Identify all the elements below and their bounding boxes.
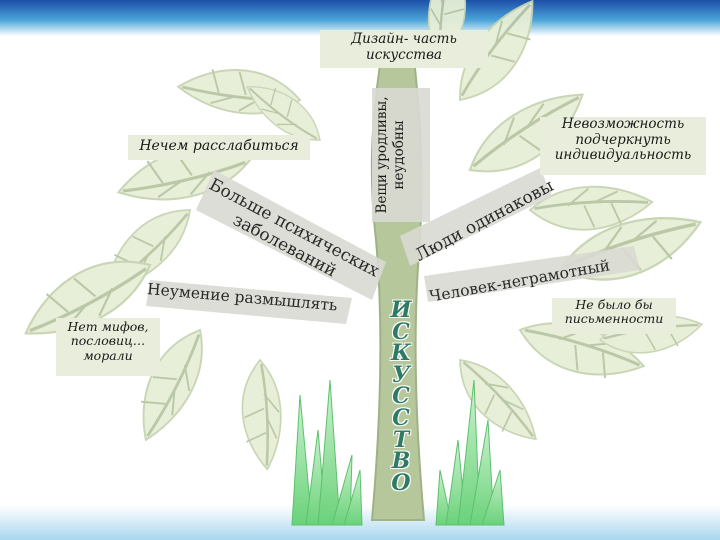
- trunk-letter: К: [390, 340, 411, 367]
- trunk-letter: И: [390, 297, 412, 323]
- branch-left-upper: [196, 170, 386, 300]
- tree-leaves: [18, 0, 704, 472]
- trunk-letter: У: [392, 361, 410, 388]
- trunk-letter: О: [391, 469, 411, 496]
- branch-left-lower: [146, 280, 352, 324]
- trunk-letter: В: [391, 448, 411, 475]
- left-bottom-label: Нет мифов, пословиц… морали: [56, 318, 160, 376]
- trunk-letter: С: [392, 318, 410, 345]
- trunk-letter: С: [392, 383, 410, 410]
- top-label: Дизайн- часть искусства: [320, 30, 488, 68]
- right-bottom-label: Не было бы письменности: [552, 297, 676, 334]
- left-top-label: Нечем расслабиться: [128, 135, 310, 160]
- trunk-letter: С: [392, 404, 410, 431]
- branch-right-upper: [400, 168, 552, 266]
- right-top-label: Невозможность подчеркнуть индивидуальнос…: [540, 116, 706, 175]
- branch-vertical: [372, 88, 430, 222]
- branch-right-lower: [424, 246, 640, 302]
- trunk-letter: Т: [392, 426, 410, 453]
- grass: [291, 379, 505, 526]
- vertical-label-text: Вещи уродливы, неудобны: [374, 96, 407, 214]
- vertical-label: Вещи уродливы, неудобны: [374, 88, 408, 222]
